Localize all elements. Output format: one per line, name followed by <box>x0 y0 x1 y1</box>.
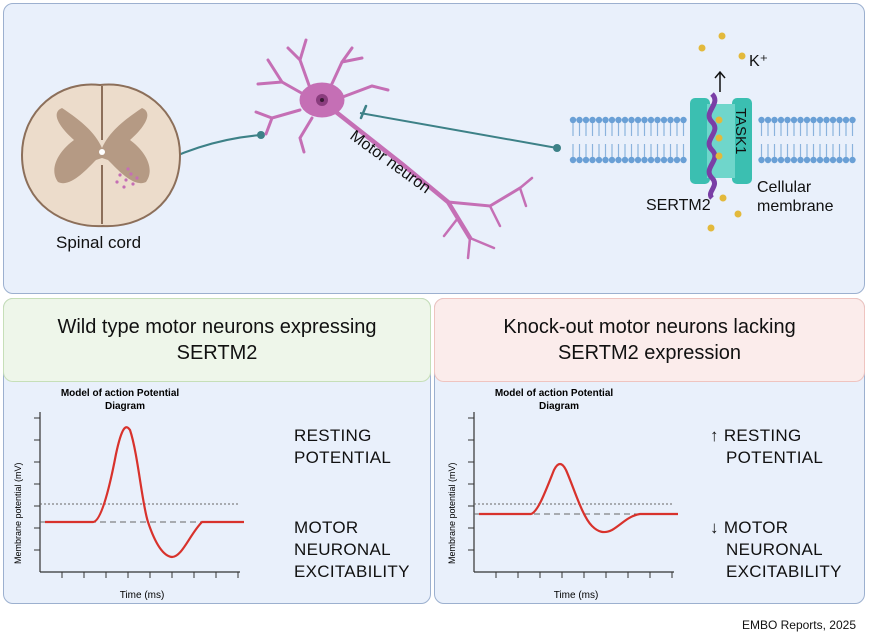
spinal-cord-icon <box>20 83 182 228</box>
spinal-cord-label: Spinal cord <box>56 233 142 252</box>
y-ticks <box>468 417 474 551</box>
resting-line2: POTENTIAL <box>294 448 392 467</box>
knockout-excitability: ↓ MOTOR NEURONAL EXCITABILITY <box>710 517 842 583</box>
cell-membrane-icon <box>569 116 856 164</box>
chart-title-line1: Model of action Potential <box>61 388 180 399</box>
y-ticks <box>34 417 40 551</box>
up-arrow-icon: ↑ <box>710 426 719 445</box>
efflux-arrow-icon <box>714 70 726 92</box>
membrane-label-line1: Cellular <box>757 179 812 196</box>
chart-title-line2: Diagram <box>539 401 579 412</box>
knockout-header: Knock-out motor neurons lacking SERTM2 e… <box>434 298 865 382</box>
wild-type-header-line1: Wild type motor neurons expressing <box>57 316 377 338</box>
neuron-to-membrane-line <box>359 112 558 149</box>
membrane-label-line2: membrane <box>757 198 834 215</box>
excit-line2: NEURONAL <box>726 540 823 559</box>
resting-line1: RESTING <box>294 426 372 445</box>
connector-dot <box>553 144 561 152</box>
knockout-header-line2: SERTM2 expression <box>557 342 742 364</box>
excit-line3: EXCITABILITY <box>726 562 842 581</box>
x-ticks <box>495 572 673 578</box>
sertm2-label: SERTM2 <box>646 197 711 214</box>
x-axis-label: Time (ms) <box>554 590 599 601</box>
excit-line2: NEURONAL <box>294 540 391 559</box>
y-axis-label: Membrane potential (mV) <box>13 462 23 564</box>
action-potential-trace <box>45 426 244 559</box>
knockout-resting-potential: ↑ RESTING POTENTIAL <box>710 425 823 469</box>
x-ticks <box>61 572 239 578</box>
membrane-label: Cellular membrane <box>757 178 833 216</box>
motor-neuron-icon <box>254 38 534 260</box>
excit-line1: MOTOR <box>294 518 359 537</box>
wild-type-header-line2: SERTM2 <box>176 342 258 364</box>
excit-line3: EXCITABILITY <box>294 562 410 581</box>
action-potential-trace <box>479 462 678 534</box>
source-credit: EMBO Reports, 2025 <box>741 618 856 632</box>
chart-title-line2: Diagram <box>105 401 145 412</box>
resting-line1: RESTING <box>723 426 802 445</box>
chart-title-line1: Model of action Potential <box>495 388 614 399</box>
wild-type-header: Wild type motor neurons expressing SERTM… <box>3 298 431 382</box>
task1-label: TASK1 <box>732 108 749 154</box>
down-arrow-icon: ↓ <box>710 518 719 537</box>
x-axis-label: Time (ms) <box>120 590 165 601</box>
motor-neuron-label: Motor neuron <box>347 127 434 197</box>
wild-type-action-potential-chart: Model of action Potential Diagram Time (… <box>13 388 244 601</box>
excit-line1: MOTOR <box>723 518 789 537</box>
knockout-action-potential-chart: Model of action Potential Diagram Time (… <box>447 388 678 601</box>
wild-type-excitability: MOTOR NEURONAL EXCITABILITY <box>294 517 410 583</box>
y-axis-label: Membrane potential (mV) <box>447 462 457 564</box>
connector-dot <box>257 131 265 139</box>
k-ion-label: K⁺ <box>749 53 768 70</box>
potassium-ion-icons <box>698 32 746 232</box>
wild-type-resting-potential: RESTING POTENTIAL <box>294 425 391 469</box>
resting-line2: POTENTIAL <box>726 448 824 467</box>
top-illustration: Motor neuron TASK1 K⁺ <box>20 32 856 260</box>
knockout-header-line1: Knock-out motor neurons lacking <box>503 316 796 338</box>
sertm2-helix-icon <box>706 92 718 200</box>
